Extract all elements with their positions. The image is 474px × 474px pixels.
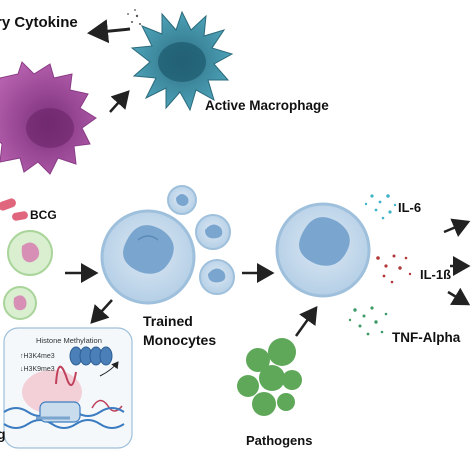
tnf-alpha-label: TNF-Alpha <box>392 330 461 345</box>
histone-methylation-label: Histone Methylation <box>36 336 102 345</box>
il1b-dot-cloud <box>376 254 412 284</box>
precursor-cell-bottom <box>3 286 37 320</box>
activated-purple-cell <box>0 61 97 175</box>
h3k9me3-text: H3K9me3 <box>23 366 55 373</box>
h3k4me3-text: H3K4me3 <box>23 353 55 360</box>
stimulated-monocyte-cell <box>275 202 371 298</box>
trained-monocytes-label: Trained Monocytes <box>143 312 216 350</box>
active-macrophage-label: Active Macrophage <box>205 98 329 113</box>
trained-monocytes-line-2: Monocytes <box>143 332 217 348</box>
arrow-to-il6 <box>443 218 471 237</box>
trained-monocyte-cell <box>100 209 196 305</box>
cytokine-specks <box>127 9 141 25</box>
bcg-bacteria <box>0 198 28 221</box>
arrow-macrophage-to-cytokine <box>87 19 131 44</box>
h3k4me3-label: ↑H3K4me3 <box>20 353 55 360</box>
pathogen-cluster <box>237 338 302 416</box>
inflammatory-cytokine-label: ry Cytokine <box>0 14 78 31</box>
bcg-label: BCG <box>30 208 57 222</box>
pathogens-label: Pathogens <box>246 433 313 448</box>
h3k9me3-label: ↓H3K9me3 <box>20 366 55 373</box>
active-macrophage-cell <box>130 10 234 112</box>
il6-dot-cloud <box>364 194 397 220</box>
precursor-cell-top <box>7 230 53 276</box>
arrow-pathogens-to-cell <box>294 305 318 337</box>
il6-label: IL-6 <box>398 200 422 215</box>
nucleosome-stack <box>69 346 113 366</box>
arrow-to-tnf <box>447 287 471 306</box>
il1b-label: IL-1ß <box>420 267 452 282</box>
small-monocyte-3 <box>199 259 235 295</box>
cut-off-label: g <box>0 426 6 442</box>
small-monocyte-2 <box>195 214 231 250</box>
tnf-dot-cloud <box>348 306 388 336</box>
trained-monocytes-line-1: Trained <box>143 313 193 329</box>
arrow-monocyte-to-epigenetics <box>90 299 113 324</box>
arrow-purple-to-macrophage <box>109 90 130 113</box>
epigenetics-panel <box>3 327 133 449</box>
small-monocyte-1 <box>167 185 197 215</box>
